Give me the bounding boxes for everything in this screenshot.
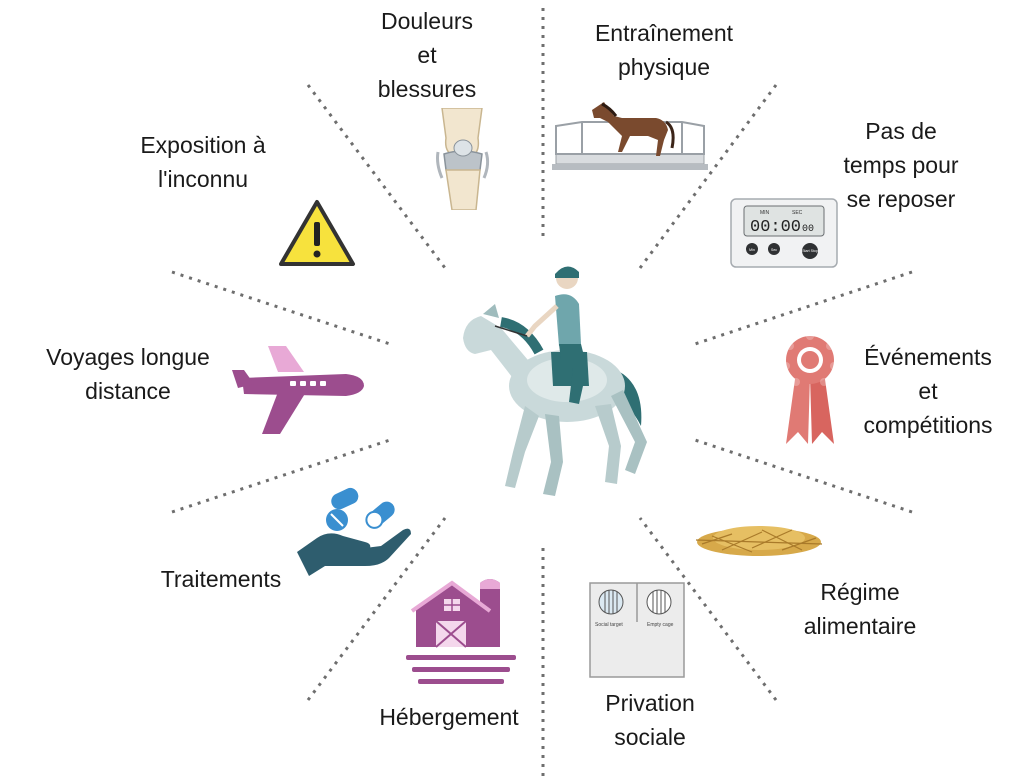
label-hebergement: Hébergement: [379, 704, 519, 730]
ray-upper-right: [638, 84, 778, 269]
label-repos: Pas de temps pour se reposer: [843, 118, 959, 212]
label-regime: Régime alimentaire: [803, 579, 917, 639]
timer-top-sec: SEC: [792, 210, 803, 216]
ribbon-rosette-icon: [782, 332, 838, 444]
label-entrainement: Entraînement physique: [594, 20, 734, 80]
label-traitements: Traitements: [160, 566, 282, 592]
timer-icon: MIN SEC 00:00 00 Min Sec Start Stop: [730, 198, 838, 268]
label-voyages: Voyages longue distance: [46, 344, 210, 404]
timer-top-min: MIN: [760, 210, 770, 216]
label-privation: Privation sociale: [605, 690, 695, 750]
cage-label-left: Social target: [595, 622, 623, 628]
timer-display: 00:00: [750, 218, 801, 237]
ray-right-upper: [694, 270, 913, 346]
ray-left-upper: [171, 270, 391, 346]
ray-right-lower: [694, 438, 913, 514]
hand-with-pills-icon: [297, 487, 411, 576]
ray-lower-left: [306, 517, 447, 701]
timer-button-min: Min: [749, 248, 755, 252]
knee-joint-icon: [436, 108, 490, 210]
timer-button-sec: Sec: [771, 248, 777, 252]
label-evenements: Événements et compétitions: [863, 344, 993, 438]
warning-triangle-icon: [279, 200, 355, 266]
label-douleurs: Douleurs et blessures: [377, 8, 477, 102]
label-exposition: Exposition à l'inconnu: [140, 132, 266, 192]
timer-button-start: Start Stop: [802, 249, 818, 253]
horse-treadmill-icon: [552, 102, 708, 170]
hay-pile-icon: [695, 526, 823, 556]
ray-left-lower: [171, 438, 391, 514]
social-test-cage-icon: Social target Empty cage: [589, 582, 685, 678]
horse-and-rider: [463, 266, 647, 496]
ray-lower-right: [638, 517, 778, 701]
ray-upper-left: [306, 84, 447, 269]
cage-label-right: Empty cage: [647, 622, 674, 628]
airplane-icon: [232, 346, 364, 434]
timer-small: 00: [802, 224, 814, 235]
barn-icon: [406, 579, 516, 684]
